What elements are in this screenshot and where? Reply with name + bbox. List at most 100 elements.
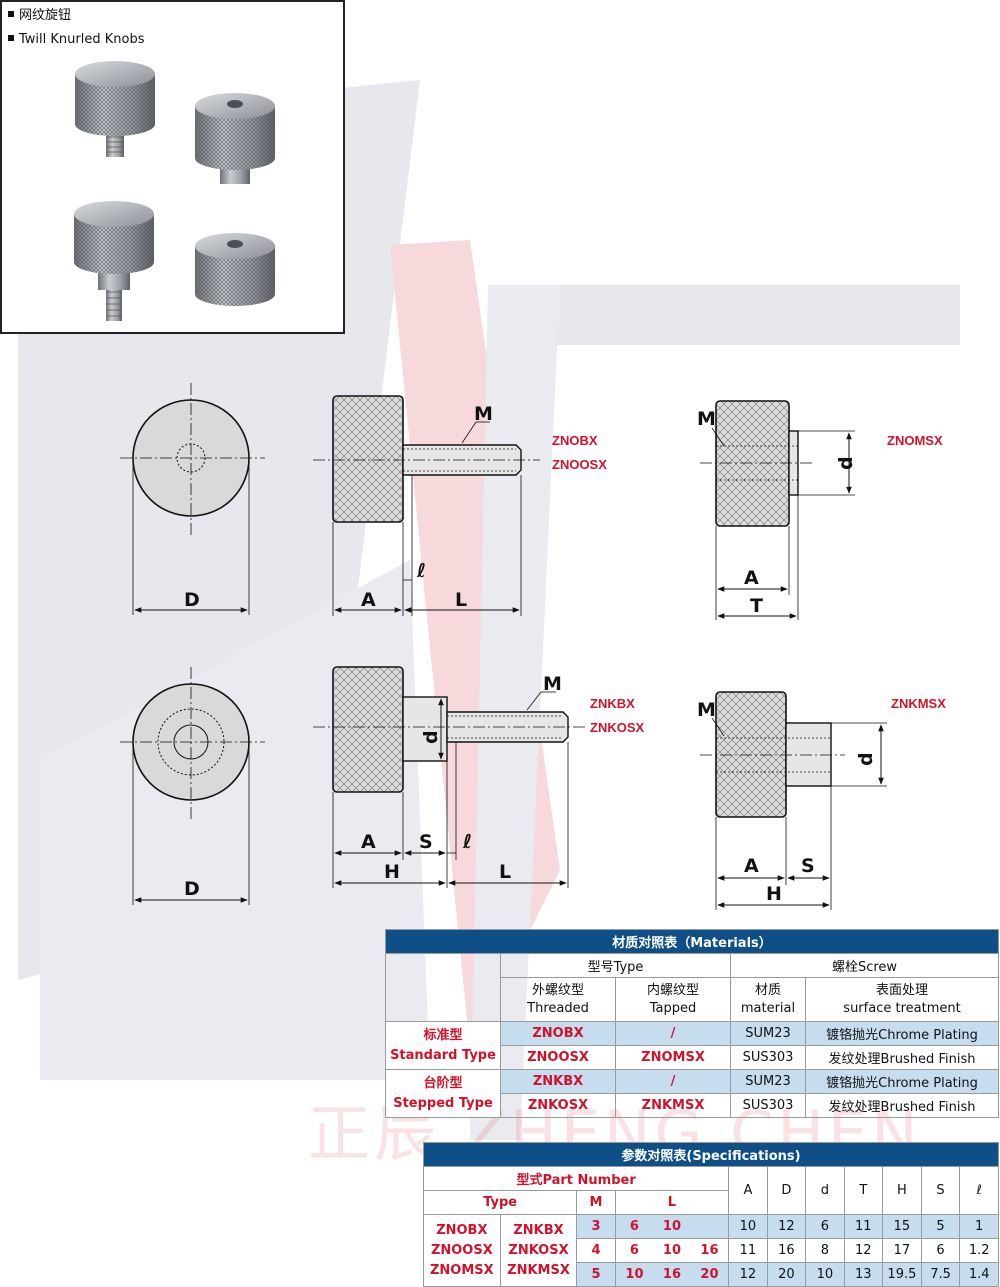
val-cell: 16 [766,1238,807,1263]
val-cell: 5 [920,1214,961,1239]
dim-S-4: S [801,855,815,877]
dim-A-3: A [361,831,376,853]
m-cell: 5 [576,1262,616,1287]
val-cell: 20 [766,1262,807,1287]
val-cell: 1.4 [959,1262,999,1287]
knob-threaded-photo [75,61,155,157]
materials-title: 材质对照表（Materials） [385,929,999,954]
knob-tapped-photo [195,93,275,184]
cell-tapped: ZNOMSX [615,1045,731,1070]
val-cell: 1 [959,1214,999,1239]
cell-tapped: ZNKMSX [615,1093,731,1118]
val-cell: 6 [920,1238,961,1263]
side-view-znomsx [700,400,855,620]
val-cell: 12 [766,1214,807,1239]
top-view-standard [120,383,265,615]
cell-material: SUM23 [730,1021,806,1046]
dim-D-3: D [184,878,200,900]
val-cell: 7.5 [920,1262,961,1287]
side-view-znkbx [313,666,585,888]
val-cell: 11 [843,1214,884,1239]
val-cell: 10 [805,1262,845,1287]
l-cell: 16 [690,1238,730,1263]
dim-A-1: A [361,589,376,611]
cell-tapped: / [615,1021,731,1046]
dim-L-3: L [499,861,511,883]
dim-H-4: H [766,883,782,905]
top-view-stepped [120,667,265,905]
col-l: ℓ [959,1166,999,1215]
val-cell: 12 [843,1238,884,1263]
dim-M-1: M [474,403,493,425]
col-S: S [920,1166,961,1215]
photo-title-cn: 网纹旋钮 [8,8,71,24]
l-cell: 6 [614,1214,654,1239]
cell-surface: 发纹处理Brushed Finish [805,1093,999,1118]
type-header: 型号Type [500,953,731,978]
val-cell: 13 [843,1262,884,1287]
l-cell: 10 [653,1214,691,1239]
side-view-znkmsx [700,691,887,910]
val-cell: 6 [805,1214,845,1239]
cell-material: SUS303 [730,1045,806,1070]
l-cell: 20 [690,1262,730,1287]
dim-M-3: M [543,673,562,695]
col-T: T [843,1166,884,1215]
l-cell: 10 [653,1238,691,1263]
dim-A-4: A [744,855,759,877]
val-cell: 10 [728,1214,768,1239]
label-znomsx: ZNOMSX [887,433,943,448]
l-cell: 10 [614,1262,654,1287]
val-cell: 15 [882,1214,922,1239]
label-znobx: ZNOBX [552,433,598,448]
val-cell: 12 [728,1262,768,1287]
val-cell: 1.2 [959,1238,999,1263]
label-znkbx: ZNKBX [590,696,635,711]
dim-d-4: d [855,752,877,766]
m-header: M [576,1190,616,1215]
cell-surface: 发纹处理Brushed Finish [805,1045,999,1070]
l-cell [690,1214,730,1239]
dim-S-3: S [419,831,433,853]
screw-header: 螺栓Screw [730,953,999,978]
val-cell: 11 [728,1238,768,1263]
cell-surface: 镀铬抛光Chrome Plating [805,1069,999,1094]
dim-M-2: M [697,408,716,430]
dim-l-1: ℓ [416,560,426,582]
knob-stepped-threaded-photo [74,201,154,321]
part-number-header: 型式Part Number [422,1166,730,1191]
l-header: L [614,1190,730,1215]
cell-material: SUS303 [730,1093,806,1118]
bullet-icon [8,11,14,17]
label-znoosx: ZNOOSX [552,457,607,472]
dim-M-4: M [697,699,716,721]
dim-T-2: T [750,595,763,617]
val-cell: 19.5 [882,1262,922,1287]
l-cell: 16 [653,1262,691,1287]
cell-threaded: ZNKBX [500,1069,616,1094]
cell-tapped: / [615,1069,731,1094]
technical-drawings: D A L ℓ M M A T d D A S H L ℓ M d M A S … [120,383,887,910]
dim-l-3: ℓ [462,831,472,853]
spec-title: 参数对照表(Specifications) [423,1142,999,1167]
cell-threaded: ZNOBX [500,1021,616,1046]
blank-corner [385,953,501,1022]
col-A: A [728,1166,768,1215]
dim-A-2: A [744,567,759,589]
val-cell: 17 [882,1238,922,1263]
side-view-znobx [313,395,540,616]
knob-stepped-tapped-photo [195,233,275,306]
m-cell: 4 [576,1238,616,1263]
cell-threaded: ZNKOSX [500,1093,616,1118]
dim-H-3: H [384,861,400,883]
type-header: Type [422,1190,578,1215]
cell-threaded: ZNOOSX [500,1045,616,1070]
